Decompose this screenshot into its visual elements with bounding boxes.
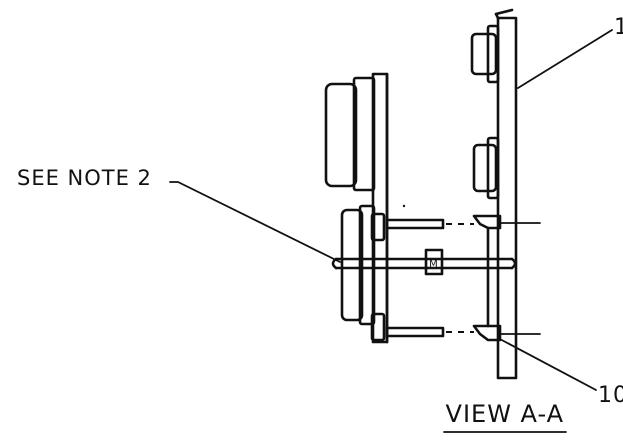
strap-clamp: M [424, 248, 444, 276]
callout-bottom-leader-line [497, 337, 597, 391]
lower-screw [385, 326, 474, 338]
callout-top-leader-line [517, 29, 613, 89]
upper-screw [385, 218, 474, 230]
note-leader-line [169, 181, 341, 263]
right-standoff-bottom [472, 324, 541, 342]
callout-bottom-label: 10 [598, 383, 623, 408]
view-title: VIEW A-A [446, 400, 564, 428]
lower-left-connector [340, 204, 386, 342]
upper-left-connector [324, 76, 376, 192]
reference-dot [402, 204, 406, 208]
cable-strap [331, 257, 517, 270]
upper-right-connector [470, 24, 500, 84]
clamp-mark: M [429, 259, 439, 270]
callout-top-label: 1 [614, 15, 623, 40]
note-label: SEE NOTE 2 [17, 166, 152, 190]
right-standoff-top [472, 214, 541, 230]
middle-right-connector [472, 136, 500, 200]
